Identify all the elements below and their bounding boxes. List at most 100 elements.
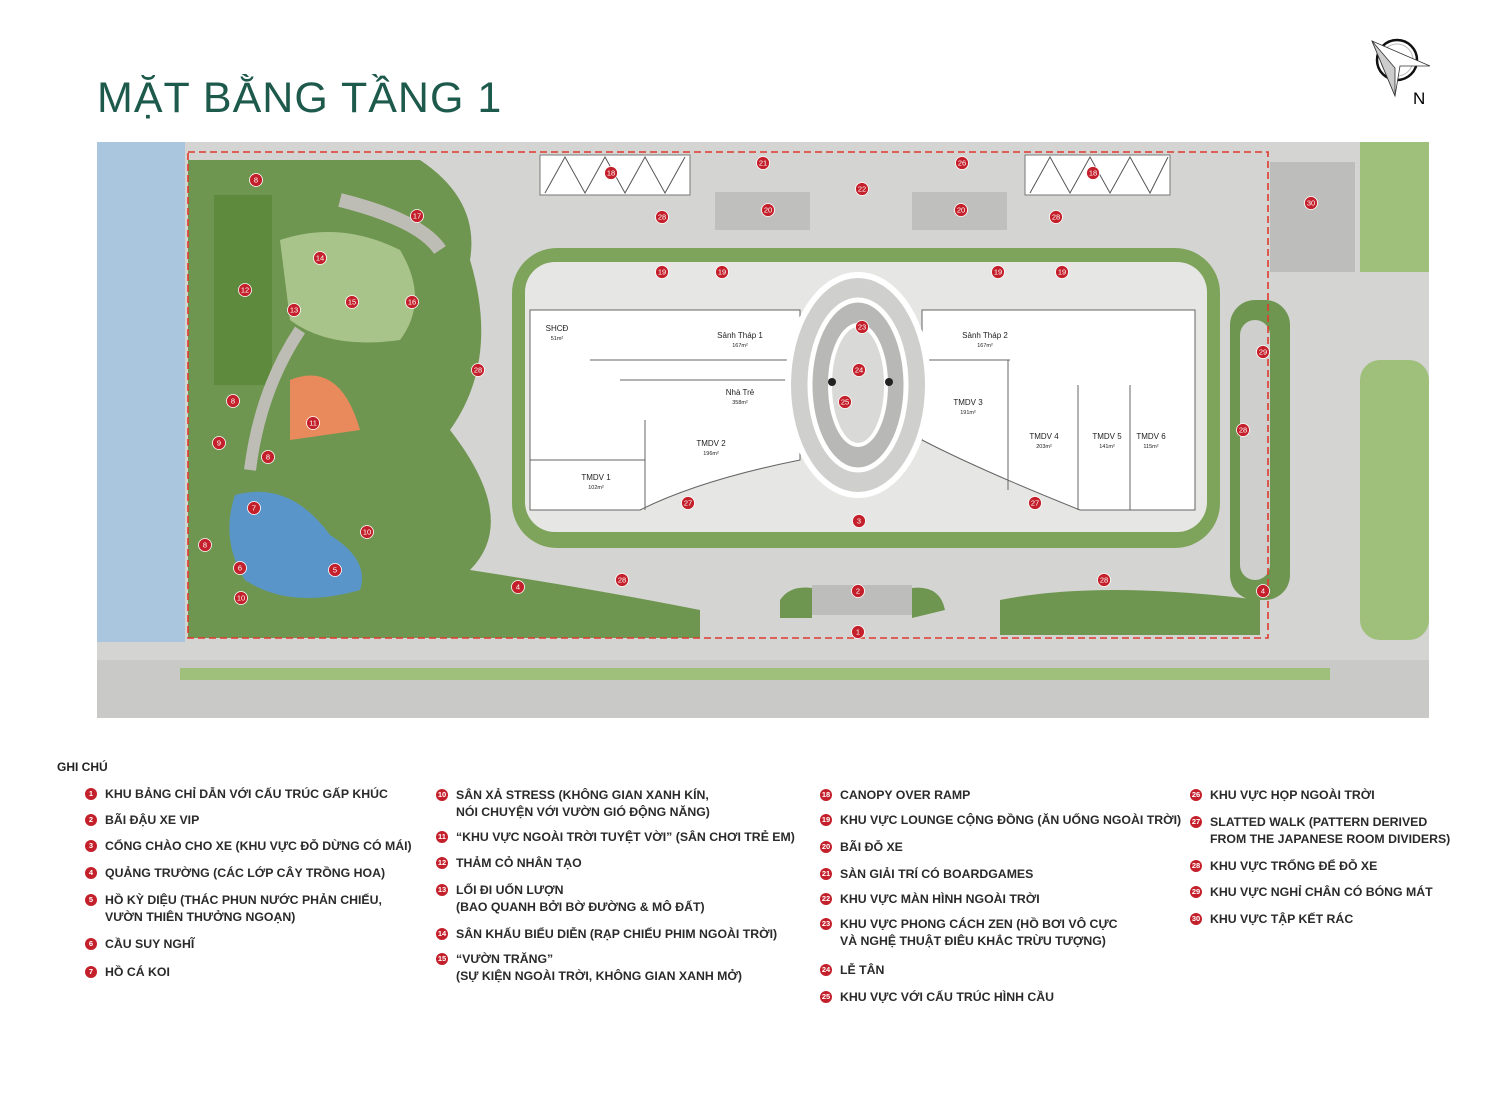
legend-label: SÀN GIẢI TRÍ CÓ BOARDGAMES [840,867,1034,881]
map-marker: 14 [313,251,327,265]
legend-number-badge: 10 [436,789,448,801]
marker-number: 19 [994,268,1002,277]
legend-number-badge: 23 [820,918,832,930]
map-marker: 4 [1256,584,1270,598]
legend-label: “VƯỜN TRĂNG” (SỰ KIỆN NGOÀI TRỜI, KHÔNG … [456,952,742,983]
map-marker: 5 [328,563,342,577]
legend-number-badge: 24 [820,964,832,976]
legend-label: BÃI ĐẬU XE VIP [105,813,200,827]
marker-number: 8 [266,453,270,462]
marker-number: 25 [841,398,849,407]
marker-number: 8 [203,541,207,550]
room-area: 102m² [588,485,604,491]
legend-number-badge: 5 [85,894,97,906]
marker-dot [1304,196,1318,210]
map-marker: 8 [261,450,275,464]
legend-item: 23 KHU VỰC PHONG CÁCH ZEN (HỒ BƠI VÔ CỰC … [820,916,1118,950]
marker-number: 5 [333,566,337,575]
marker-dot [226,394,240,408]
legend-label: KHU VỰC MÀN HÌNH NGOÀI TRỜI [840,892,1040,906]
marker-number: 21 [759,159,767,168]
marker-number: 29 [1259,348,1267,357]
room-area: 358m² [732,400,748,406]
map-marker: 1 [851,625,865,639]
marker-dot [681,496,695,510]
marker-number: 8 [254,176,258,185]
marker-dot [287,303,301,317]
marker-dot [198,538,212,552]
marker-dot [655,210,669,224]
legend-item: 10 SÂN XẢ STRESS (KHÔNG GIAN XANH KÍN, NÓ… [436,787,710,821]
marker-dot [954,203,968,217]
marker-dot [851,625,865,639]
marker-dot [655,265,669,279]
map-marker: 20 [761,203,775,217]
marker-number: 15 [348,298,356,307]
legend-number-badge: 14 [436,928,448,940]
legend-number-badge: 2 [85,814,97,826]
map-marker: 2 [851,584,865,598]
map-marker: 27 [1028,496,1042,510]
legend-label: CANOPY OVER RAMP [840,788,971,802]
marker-number: 8 [231,397,235,406]
marker-dot [1256,584,1270,598]
marker-number: 26 [958,159,966,168]
legend-number-badge: 11 [436,831,448,843]
marker-number: 22 [858,185,866,194]
marker-dot [615,573,629,587]
legend-label: HỒ KỲ DIỆU (THÁC PHUN NƯỚC PHẢN CHIẾU, V… [105,893,382,924]
marker-dot [1055,265,1069,279]
marker-number: 19 [1058,268,1066,277]
room-area: 51m² [551,336,564,342]
map-marker: 12 [238,283,252,297]
legend-label: KHU VỰC TRỐNG ĐỂ ĐỖ XE [1210,859,1378,873]
legend-item: 11 “KHU VỰC NGOÀI TRỜI TUYỆT VỜI” (SÂN CH… [436,829,795,846]
marker-number: 28 [1239,426,1247,435]
marker-number: 2 [856,587,860,596]
legend-label: SLATTED WALK (PATTERN DERIVED FROM THE J… [1210,815,1451,846]
legend-number-badge: 12 [436,857,448,869]
marker-dot [715,265,729,279]
legend-label: “KHU VỰC NGOÀI TRỜI TUYỆT VỜI” (SÂN CHƠI… [456,830,795,844]
marker-dot [955,156,969,170]
legend-label: SÂN XẢ STRESS (KHÔNG GIAN XANH KÍN, NÓI … [456,788,710,819]
map-marker: 10 [360,525,374,539]
legend-number-badge: 20 [820,841,832,853]
marker-dot [1086,166,1100,180]
legend-number-badge: 6 [85,938,97,950]
legend-item: 5 HỒ KỲ DIỆU (THÁC PHUN NƯỚC PHẢN CHIẾU, … [85,892,382,926]
marker-number: 20 [764,206,772,215]
map-marker: 16 [405,295,419,309]
legend-label: BÃI ĐỖ XE [840,840,903,854]
legend-item: 2 BÃI ĐẬU XE VIP [85,812,199,829]
marker-dot [238,283,252,297]
map-marker: 28 [655,210,669,224]
marker-dot [756,156,770,170]
marker-dot [405,295,419,309]
map-marker: 19 [1055,265,1069,279]
marker-dot [247,501,261,515]
marker-number: 7 [252,504,256,513]
legend-number-badge: 21 [820,868,832,880]
map-marker: 23 [855,320,869,334]
marker-number: 13 [290,306,298,315]
marker-dot [855,320,869,334]
marker-number: 20 [957,206,965,215]
marker-dot [991,265,1005,279]
legend-number-badge: 15 [436,953,448,965]
legend-label: KHU VỰC TẬP KẾT RÁC [1210,912,1354,926]
legend-label: KHU VỰC PHONG CÁCH ZEN (HỒ BƠI VÔ CỰC VÀ… [840,917,1118,948]
marker-dot [360,525,374,539]
marker-number: 19 [658,268,666,277]
legend-number-badge: 25 [820,991,832,1003]
room-area: 167m² [977,343,993,349]
marker-dot [233,561,247,575]
room-name: SHCĐ [546,324,569,333]
